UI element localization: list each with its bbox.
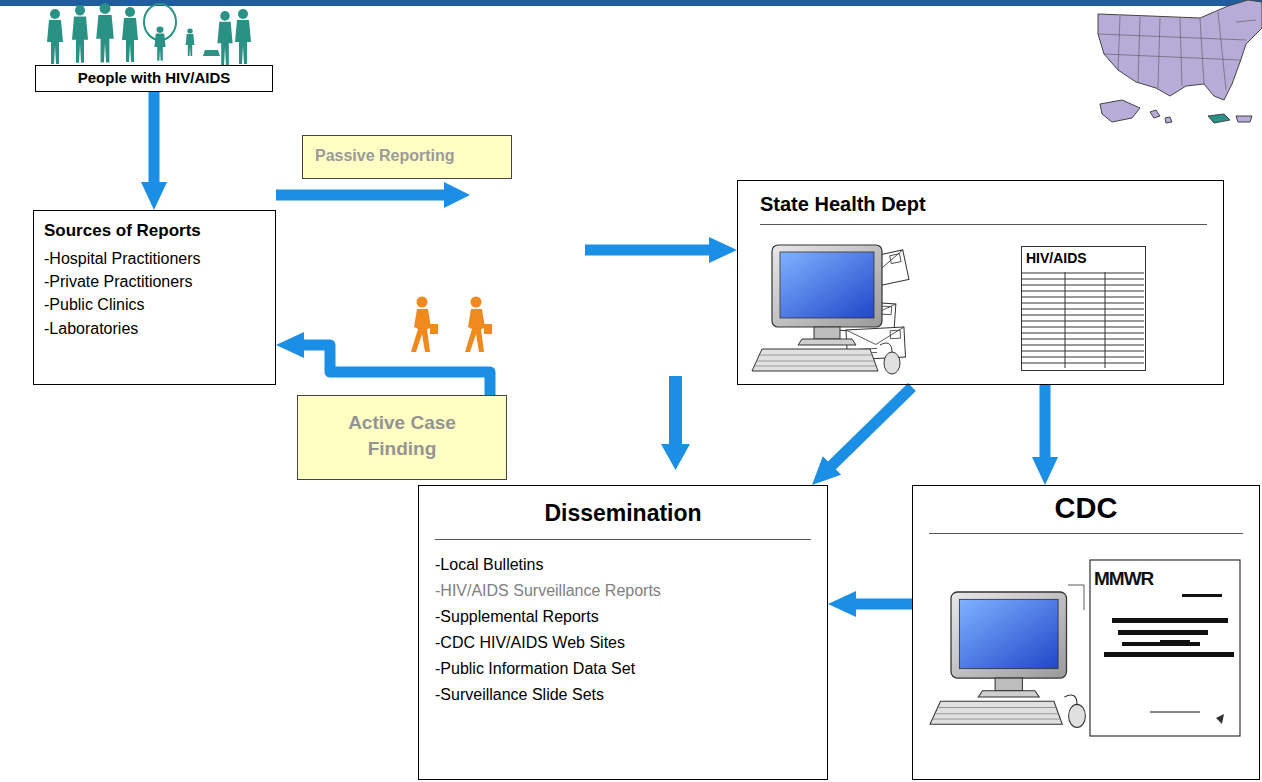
field-workers [411, 297, 492, 353]
table-box: HIV/AIDS [1021, 246, 1146, 371]
illustration-part [96, 3, 114, 62]
dissemination-box: Dissemination -Local Bulletins-HIV/AIDS S… [418, 485, 828, 780]
illustration-part [1150, 110, 1172, 123]
list-item: -Supplemental Reports [435, 604, 811, 630]
illustration-part [1150, 712, 1200, 713]
box-heading: State Health Dept [760, 193, 1207, 225]
mmwr-document [1068, 560, 1240, 736]
illustration-part [1098, 0, 1262, 100]
list-item: -HIV/AIDS Surveillance Reports [435, 578, 811, 604]
us-map [1098, 0, 1262, 123]
illustration-part [1100, 100, 1140, 122]
illustration-part [47, 9, 63, 64]
population-box: People with HIV/AIDS [35, 65, 273, 92]
illustration-part [669, 376, 682, 444]
illustration-part [217, 11, 232, 65]
table-columns [1065, 272, 1105, 368]
box-heading: Dissemination [435, 498, 811, 540]
illustration-part [122, 7, 138, 62]
illustration-part [154, 27, 165, 61]
arrow-head [444, 182, 470, 208]
box-label: Passive Reporting [315, 147, 499, 165]
illustration-part [1098, 12, 1256, 90]
box-label: People with HIV/AIDS [42, 69, 266, 86]
illustration-part [411, 297, 438, 353]
illustration-part [72, 5, 88, 63]
people-illustration [47, 3, 251, 65]
document-title: MMWR [1094, 568, 1153, 590]
box-heading: CDC [929, 492, 1243, 534]
box-heading: Sources of Reports [44, 221, 265, 241]
box-label: Active Case Finding [342, 410, 462, 461]
flow-arrow [302, 345, 490, 395]
illustration-part [1208, 114, 1230, 123]
illustration-part [1112, 618, 1228, 623]
flow-arrow [276, 195, 711, 250]
list-item: -Laboratories [44, 317, 265, 340]
source-box: Sources of Reports -Hospital Practitioner… [33, 210, 276, 385]
list-item: -CDC HIV/AIDS Web Sites [435, 630, 811, 656]
list-item: -Private Practitioners [44, 270, 265, 293]
illustration-part [1216, 714, 1224, 724]
agency-box: State Health DeptHIV/AIDS [737, 180, 1224, 385]
illustration-part [1104, 652, 1234, 657]
list-item: -Local Bulletins [435, 552, 811, 578]
illustration-part [1182, 594, 1222, 597]
illustration-part [203, 50, 220, 56]
illustration-part [661, 444, 690, 470]
illustration-part [465, 297, 492, 353]
illustration-part [1068, 585, 1084, 610]
illustration-part [930, 592, 1085, 727]
table-lines [1021, 272, 1144, 368]
method-box: Passive Reporting [302, 135, 512, 179]
illustration-part [1090, 560, 1240, 736]
agency-box: CDC [912, 485, 1260, 780]
flow-arrow [854, 599, 912, 610]
list-item: -Public Information Data Set [435, 656, 811, 682]
illustration-part [1118, 630, 1208, 635]
illustration-part [1236, 116, 1252, 122]
list-item: -Surveillance Slide Sets [435, 682, 811, 708]
list-item: -Public Clinics [44, 293, 265, 316]
flow-arrow [1040, 385, 1051, 459]
flow-arrow [831, 387, 912, 467]
illustration-part [1160, 640, 1190, 644]
illustration-part [752, 245, 900, 374]
illustration-part [186, 29, 195, 57]
flow-arrow [149, 92, 160, 184]
list-item: -Hospital Practitioners [44, 247, 265, 270]
box-label: HIV/AIDS [1026, 250, 1141, 266]
illustration-part [235, 9, 251, 64]
header-bar [0, 0, 1262, 6]
flow-arrow [661, 376, 690, 470]
method-box: Active Case Finding [297, 395, 507, 480]
